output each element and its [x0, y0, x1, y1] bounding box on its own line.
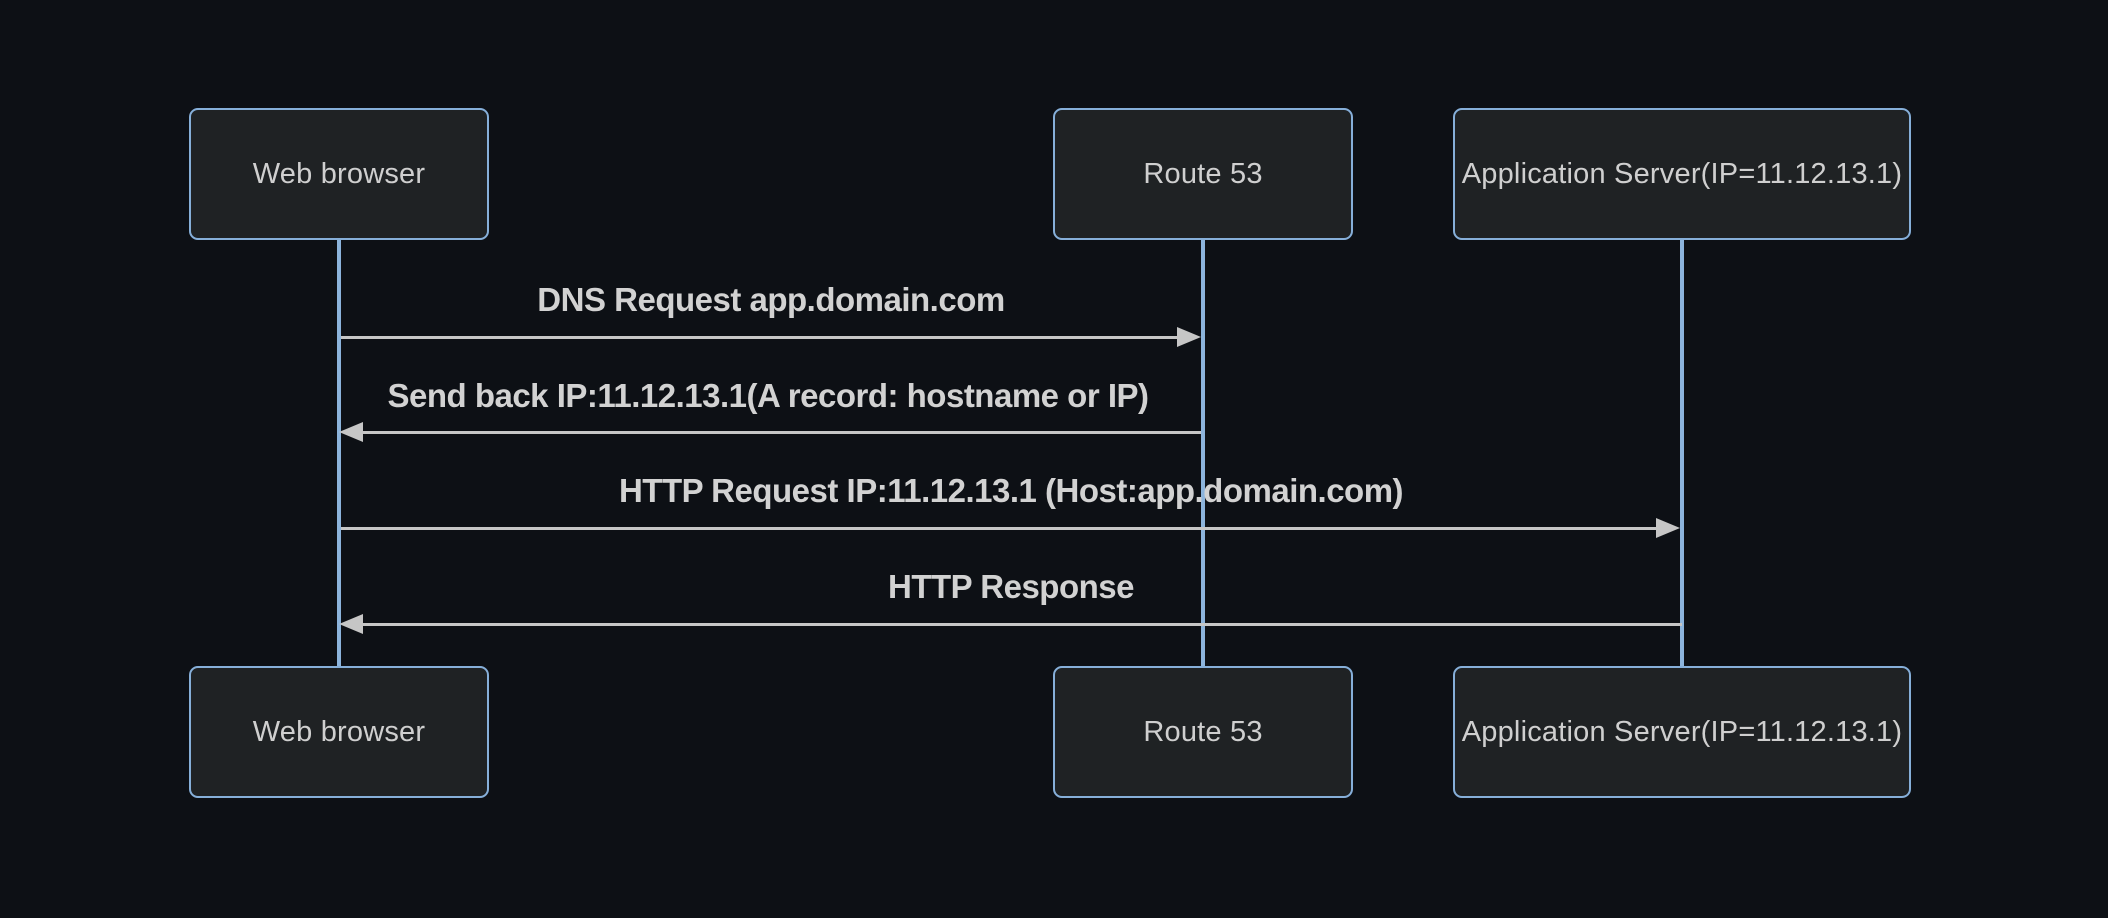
message-label-dns-response: Send back IP:11.12.13.1(A record: hostna… — [387, 377, 1149, 414]
actor-label-route-53: Route 53 — [1143, 715, 1263, 748]
actor-box-route-53-bottom: Route 53 — [1053, 666, 1353, 798]
lifeline-web-browser — [337, 240, 341, 668]
actor-box-route-53-top: Route 53 — [1053, 108, 1353, 240]
lifeline-route-53 — [1201, 240, 1205, 668]
actor-box-app-server-top: Application Server(IP=11.12.13.1) — [1453, 108, 1911, 240]
actor-label-web-browser: Web browser — [252, 715, 426, 748]
message-label-http-response: HTTP Response — [888, 568, 1134, 605]
arrowhead-right-icon — [1656, 518, 1680, 538]
actor-box-web-browser-top: Web browser — [189, 108, 489, 240]
message-arrow-dns-response — [363, 431, 1201, 434]
actor-label-app-server: Application Server(IP=11.12.13.1) — [1461, 715, 1903, 748]
actor-label-web-browser: Web browser — [252, 157, 426, 190]
lifeline-app-server — [1680, 240, 1684, 668]
arrowhead-right-icon — [1177, 327, 1201, 347]
arrowhead-left-icon — [339, 614, 363, 634]
actor-box-web-browser-bottom: Web browser — [189, 666, 489, 798]
message-arrow-http-response — [363, 623, 1682, 626]
message-label-dns-request: DNS Request app.domain.com — [537, 281, 1005, 318]
message-arrow-http-request — [341, 527, 1658, 530]
arrowhead-left-icon — [339, 422, 363, 442]
actor-box-app-server-bottom: Application Server(IP=11.12.13.1) — [1453, 666, 1911, 798]
message-arrow-dns-request — [341, 336, 1179, 339]
message-label-http-request: HTTP Request IP:11.12.13.1 (Host:app.dom… — [618, 472, 1404, 509]
actor-label-app-server: Application Server(IP=11.12.13.1) — [1461, 157, 1903, 190]
actor-label-route-53: Route 53 — [1143, 157, 1263, 190]
